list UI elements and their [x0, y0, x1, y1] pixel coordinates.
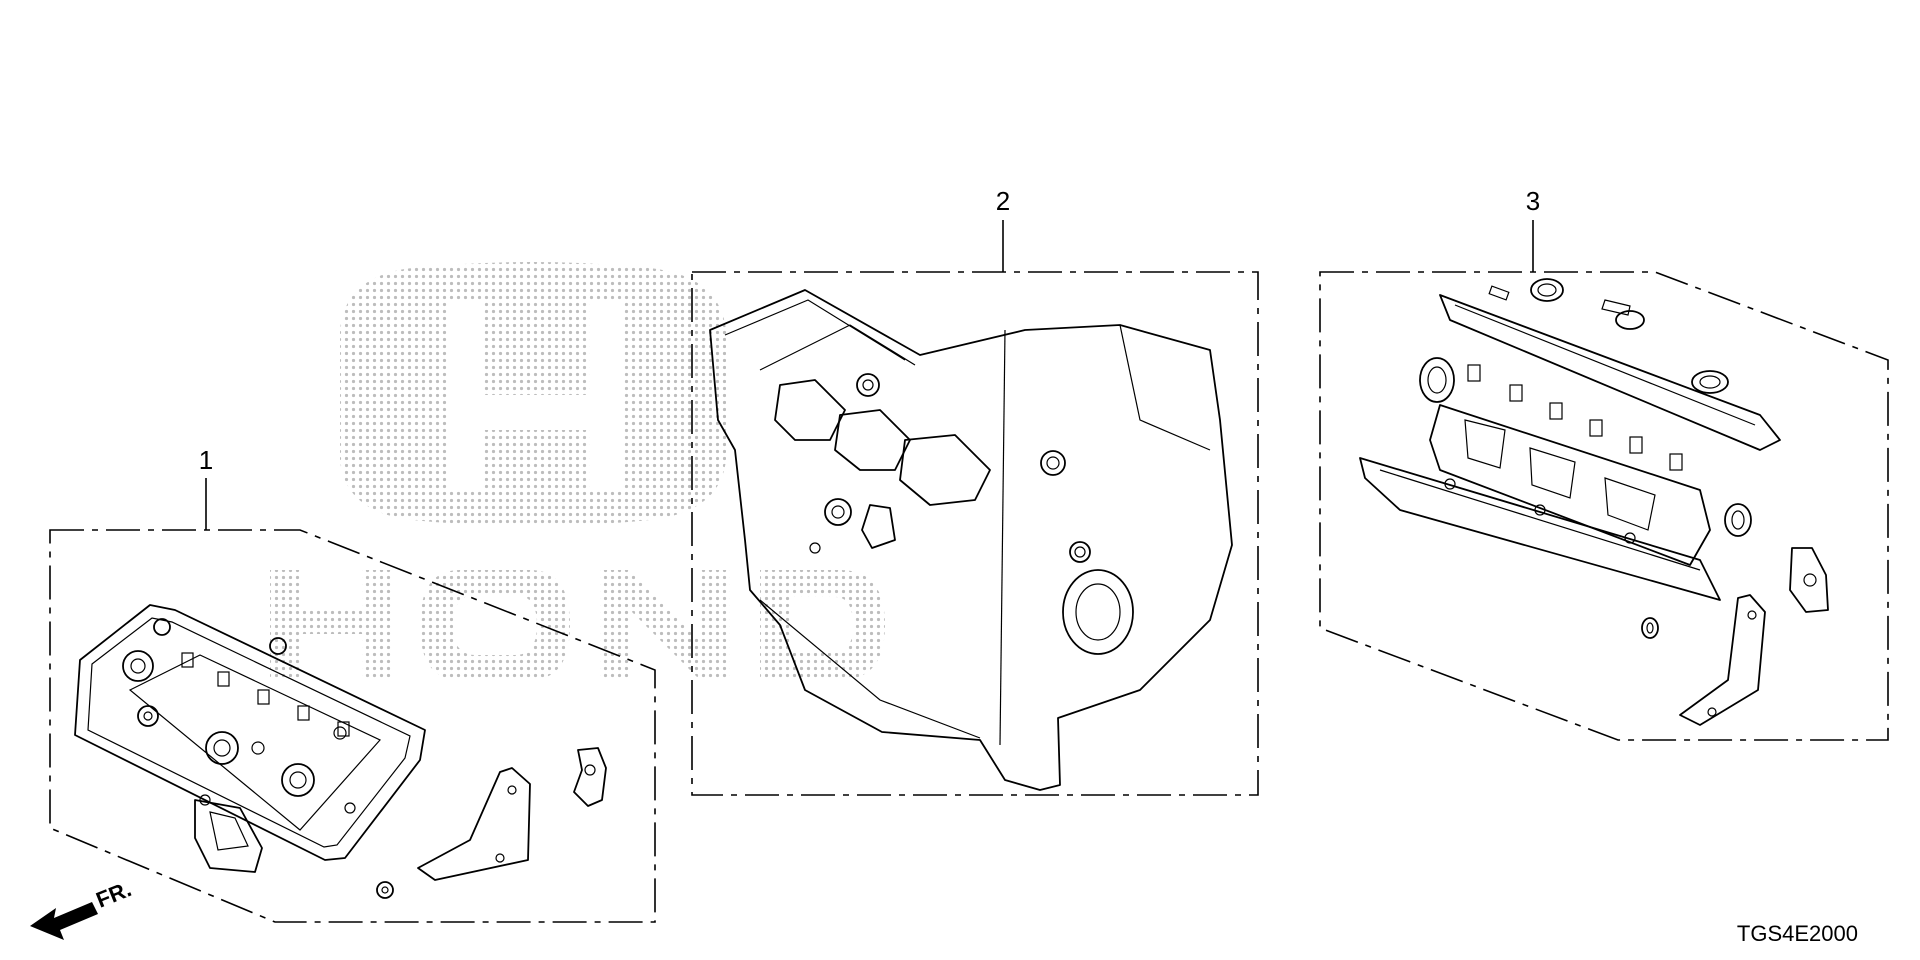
callout-3[interactable]: 3 — [1526, 186, 1540, 216]
diagram-code: TGS4E2000 — [1737, 921, 1858, 946]
honda-watermark-wordmark — [270, 570, 885, 680]
callout-1[interactable]: 1 — [199, 445, 213, 475]
kit-2-gasket-set[interactable] — [709, 289, 1233, 791]
kit-3-group-box — [1319, 271, 1889, 741]
kit-3-gasket-set[interactable] — [1359, 278, 1829, 726]
kit-1-group-box — [49, 529, 656, 923]
kit-1-gasket-set[interactable] — [74, 604, 607, 899]
honda-watermark-logo — [340, 262, 726, 526]
kit-2-group-box — [691, 271, 1259, 796]
callout-2[interactable]: 2 — [996, 186, 1010, 216]
front-direction-arrow — [30, 902, 98, 940]
front-direction-label: FR. — [93, 876, 135, 912]
